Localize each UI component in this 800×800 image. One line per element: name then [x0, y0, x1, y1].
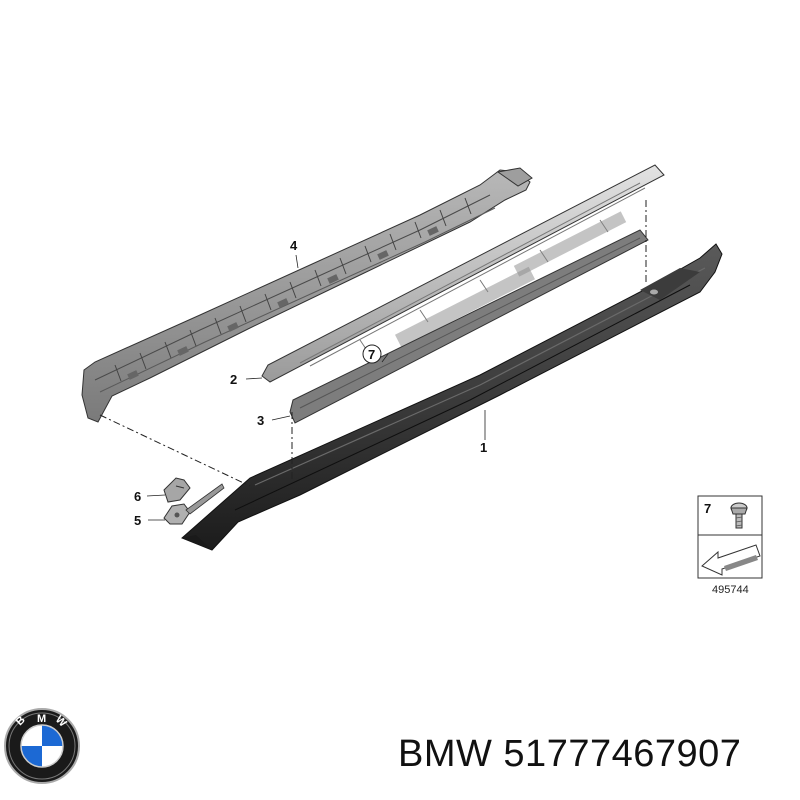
part-number-caption: BMW 51777467907 — [398, 733, 742, 775]
leader-lines — [146, 254, 486, 521]
seal-strip-part-3 — [289, 229, 649, 424]
callout-7-circled: 7 — [362, 344, 382, 364]
legend-box: 7 — [697, 495, 763, 579]
logo-letter-m: M — [37, 713, 46, 725]
bracket-part-5 — [163, 483, 225, 525]
diagram-code: 495744 — [712, 584, 749, 596]
assembly-lines — [99, 200, 647, 487]
callout-5: 5 — [134, 513, 141, 528]
callout-1: 1 — [480, 440, 487, 455]
bmw-logo-icon: B M W — [4, 708, 80, 784]
bracket-part-6 — [163, 477, 191, 503]
callout-6: 6 — [134, 489, 141, 504]
svg-text:7: 7 — [368, 347, 375, 362]
arrow-icon — [701, 544, 761, 576]
legend-item-label: 7 — [704, 501, 711, 516]
callout-3: 3 — [257, 413, 264, 428]
trim-strip-part-2 — [261, 164, 665, 383]
support-frame-part-4 — [81, 167, 533, 423]
screw-icon — [730, 502, 748, 529]
callout-2: 2 — [230, 372, 237, 387]
door-sill-part-1 — [181, 243, 723, 551]
callout-4: 4 — [290, 238, 298, 253]
